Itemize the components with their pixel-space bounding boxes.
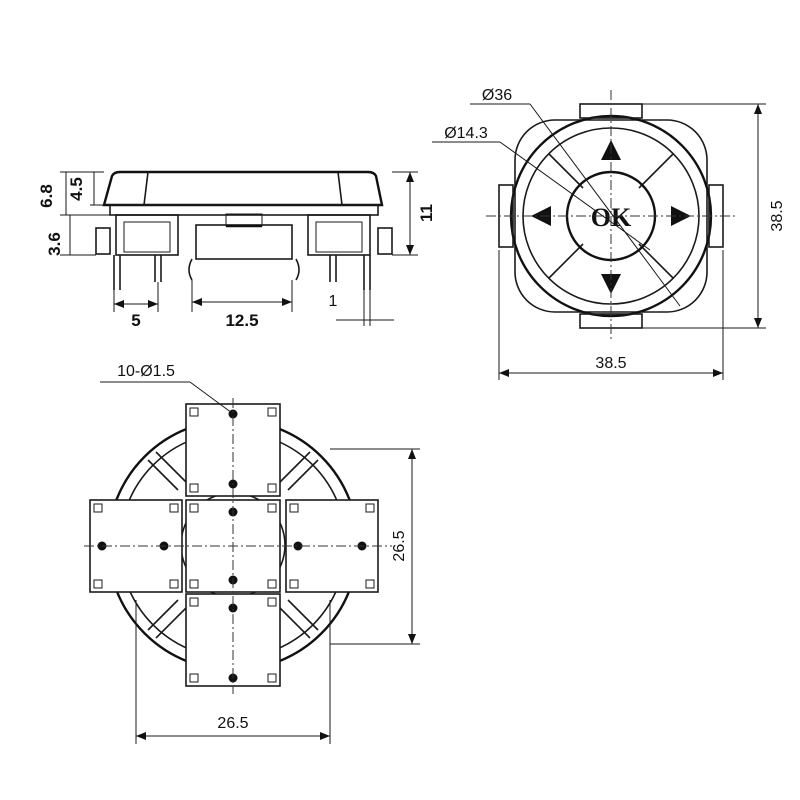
dim-bottom-height: 26.5	[391, 530, 408, 561]
side-cap	[102, 170, 384, 207]
side-right-switch	[307, 214, 371, 256]
dim-pin-pitch: 5	[131, 311, 140, 330]
side-view: 6.8 4.5 3.6 11 5 12.5 1	[37, 170, 436, 330]
dim-top-height: 38.5	[769, 200, 786, 231]
dim-overall-height: 11	[417, 204, 436, 222]
dim-top-width: 38.5	[595, 355, 626, 372]
side-left-switch	[115, 214, 179, 256]
side-base-plate	[109, 204, 379, 216]
bottom-view: 10-Ø1.5 26.5 26.5	[84, 363, 420, 744]
dim-center-diameter: Ø14.3	[444, 125, 488, 142]
dim-center-switch: 12.5	[225, 311, 258, 330]
dim-holes: 10-Ø1.5	[117, 363, 175, 380]
dim-bottom-width: 26.5	[217, 715, 248, 732]
top-view: OK Ø36 Ø14.3 38.5 38.5	[432, 87, 786, 380]
dim-pin-offset: 1	[329, 293, 338, 310]
side-center-switch	[195, 224, 293, 260]
dim-cap-height: 4.5	[67, 177, 86, 201]
dim-outer-diameter: Ø36	[482, 87, 512, 104]
dim-body-height: 3.6	[45, 232, 64, 256]
dim-total-height: 6.8	[37, 184, 56, 208]
